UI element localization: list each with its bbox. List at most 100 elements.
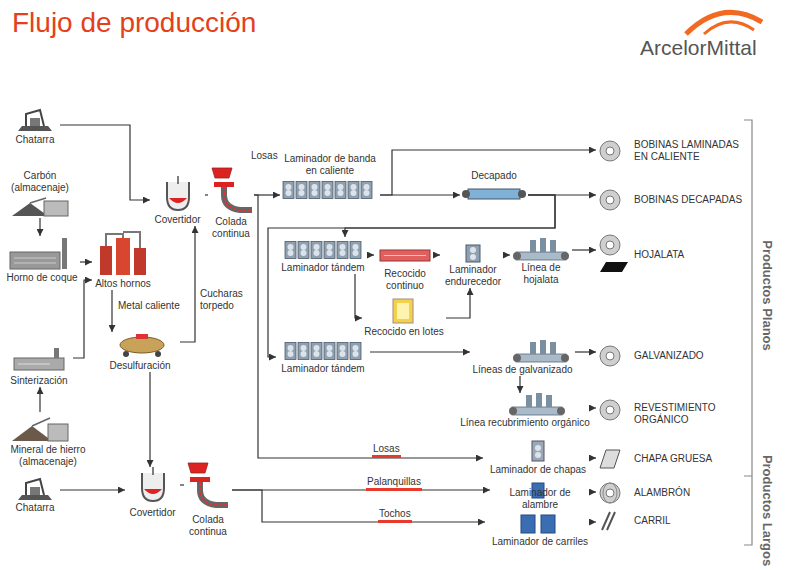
product-item: BOBINAS LAMINADAS EN CALIENTE — [596, 136, 746, 166]
process-station: Altos hornos — [92, 228, 154, 290]
station-label: Colada continua — [208, 216, 254, 240]
flow-arrow — [73, 280, 92, 358]
edge-label: Tochos — [378, 508, 412, 523]
station-label: Laminador tándem — [276, 363, 370, 375]
process-station: Laminador tándem — [276, 339, 370, 375]
station-label: Covertidor — [125, 507, 180, 519]
process-station: Chatarra — [10, 108, 60, 146]
product-label: CHAPA GRUESA — [634, 453, 746, 465]
flow-arrow — [593, 457, 596, 458]
station-label: Recocido continuo — [374, 268, 436, 292]
group-bracket — [744, 120, 752, 545]
temper-mill-icon — [466, 245, 480, 262]
coil-icon — [600, 346, 620, 366]
product-label: HOJALATA — [634, 249, 746, 261]
edge-label: Cucharas torpedo — [199, 288, 253, 312]
torpedo-ladle-icon — [120, 334, 164, 357]
group-label: Productos Planos — [759, 240, 774, 351]
process-station: Covertidor — [150, 176, 205, 226]
product-label: ALAMBRÓN — [634, 487, 746, 499]
process-station: Chatarra — [10, 476, 60, 514]
flow-arrow — [60, 125, 150, 200]
flow-arrow — [205, 194, 208, 195]
process-station: Covertidor — [125, 467, 180, 519]
pickling-icon — [462, 189, 526, 199]
continuous-annealing-icon — [380, 250, 430, 261]
batch-annealing-icon — [393, 299, 413, 323]
coil-icon — [600, 400, 620, 420]
station-label: Chatarra — [10, 134, 60, 146]
station-label: Laminador de chapas — [483, 464, 593, 476]
caster-icon — [212, 168, 252, 210]
brand-logo-text: ArcelorMittal — [640, 36, 757, 60]
process-station: Laminador endurecedor — [440, 242, 506, 288]
process-station: Horno de coque — [4, 236, 80, 284]
process-station: Decapado — [460, 170, 528, 203]
converter-icon — [142, 467, 164, 501]
flow-arrow — [595, 521, 596, 522]
station-label: Línea recubrimiento orgánico — [455, 417, 595, 429]
station-label: Recocido en lotes — [362, 326, 446, 338]
scrap-icon — [18, 479, 52, 500]
flow-arrow — [355, 274, 362, 318]
process-station: Carbón (almacenaje) — [8, 170, 72, 218]
flow-arrow — [446, 288, 470, 318]
galvanizing-line-icon — [513, 340, 569, 362]
tandem-mill-icon — [284, 342, 362, 360]
station-label: Colada continua — [184, 514, 232, 538]
station-label: Laminador de alambre — [490, 487, 590, 511]
coke-oven-icon — [10, 238, 67, 269]
converter-icon — [167, 176, 189, 210]
station-label: Laminador endurecedor — [440, 264, 506, 288]
station-label: Horno de coque — [4, 272, 80, 284]
wire-coil-icon — [600, 483, 620, 503]
station-label: Covertidor — [150, 214, 205, 226]
station-label: Mineral de hierro (almacenaje) — [3, 444, 93, 468]
product-item: BOBINAS DECAPADAS — [596, 188, 746, 212]
page-title: Flujo de producción — [12, 6, 256, 40]
hot-strip-mill-icon — [282, 181, 373, 199]
edge-label: Losas — [372, 443, 401, 458]
flow-arrow — [39, 218, 40, 236]
flow-arrow — [590, 491, 596, 492]
scrap-icon — [18, 110, 52, 131]
product-item: REVESTIMIENTO ORGÁNICO — [596, 396, 746, 432]
product-label: BOBINAS DECAPADAS — [634, 194, 746, 206]
flow-arrow — [572, 249, 596, 250]
process-station: Laminador de carriles — [485, 512, 595, 548]
process-station: Recocido en lotes — [362, 296, 446, 338]
product-label: BOBINAS LAMINADAS EN CALIENTE — [634, 139, 746, 163]
flow-arrow — [436, 254, 440, 255]
coating-line-icon — [509, 393, 565, 415]
product-item: ALAMBRÓN — [596, 482, 746, 504]
process-station: Recocido continuo — [374, 247, 436, 292]
rail-mill-icon — [521, 515, 555, 533]
station-label: Líneas de galvanizado — [470, 364, 575, 376]
station-label: Línea de hojalata — [510, 262, 572, 286]
flow-arrow — [380, 194, 460, 195]
flow-arrow — [80, 261, 92, 262]
tandem-mill-icon — [284, 241, 362, 259]
flow-arrow — [595, 407, 596, 408]
product-label: REVESTIMIENTO ORGÁNICO — [634, 402, 746, 426]
flow-arrow — [232, 489, 490, 490]
blast-furnace-icon — [100, 232, 146, 275]
flow-arrow — [111, 290, 112, 332]
flow-arrow — [345, 195, 555, 237]
product-item: GALVANIZADO — [596, 343, 746, 369]
edge-label: Losas — [250, 150, 279, 162]
station-label: Laminador de carriles — [485, 536, 595, 548]
flow-arrow — [149, 372, 150, 467]
flow-arrow — [370, 254, 374, 255]
logo-arc — [686, 12, 762, 34]
station-label: Desulfuración — [100, 360, 180, 372]
flow-arrow — [268, 195, 555, 357]
flow-arrow — [254, 195, 483, 458]
flow-arrow — [180, 226, 195, 342]
process-station: Laminador de alambre — [490, 481, 590, 511]
group-label: Productos Largos — [760, 454, 775, 565]
flow-arrow — [39, 387, 40, 412]
flow-arrow — [60, 489, 125, 490]
plate-mill-icon — [532, 441, 544, 461]
